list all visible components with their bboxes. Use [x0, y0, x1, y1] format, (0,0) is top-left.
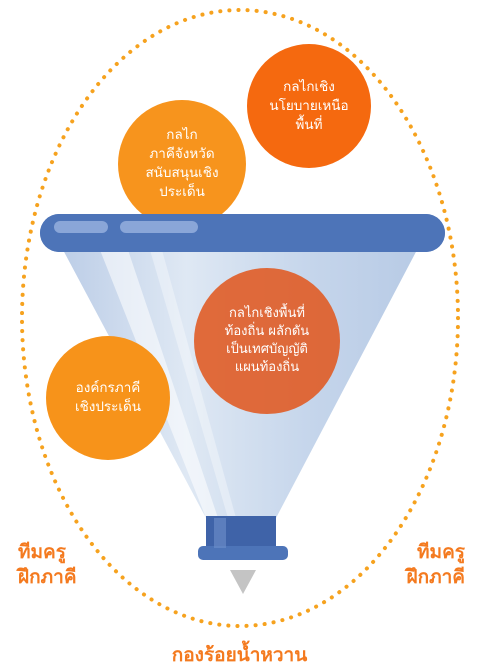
policy-mechanism-circle: กลไกเชิง นโยบายเหนือ พื้นที่ — [247, 44, 371, 168]
province-mechanism-circle: กลไก ภาคีจังหวัด สนับสนุนเชิง ประเด็น — [118, 100, 246, 228]
side-label-right: ทีมครู ฝึกภาคี — [406, 541, 465, 588]
policy-mechanism-text: กลไกเชิง นโยบายเหนือ พื้นที่ — [269, 78, 349, 133]
spout-highlight — [214, 518, 226, 548]
down-arrow-icon — [230, 570, 256, 594]
partner-organization-circle: องค์กรภาคี เชิงประเด็น — [46, 336, 170, 460]
partner-organization-text: องค์กรภาคี เชิงประเด็น — [74, 380, 142, 415]
province-mechanism-text: กลไก ภาคีจังหวัด สนับสนุนเชิง ประเด็น — [145, 127, 219, 200]
side-label-left: ทีมครู ฝึกภาคี — [18, 541, 77, 588]
funnel-highlight-2 — [150, 250, 236, 518]
dotted-boundary-ellipse — [20, 8, 460, 628]
local-mechanism-text: กลไกเชิงพื้นที่ ท้องถิ่น ผลักดัน เป็นเทศ… — [224, 306, 310, 375]
funnel-spout-base — [198, 546, 288, 560]
rim-highlight-left — [54, 221, 108, 233]
local-mechanism-circle: กลไกเชิงพื้นที่ ท้องถิ่น ผลักดัน เป็นเทศ… — [194, 268, 340, 414]
bottom-label: กองร้อยน้ำหวาน — [171, 644, 308, 666]
